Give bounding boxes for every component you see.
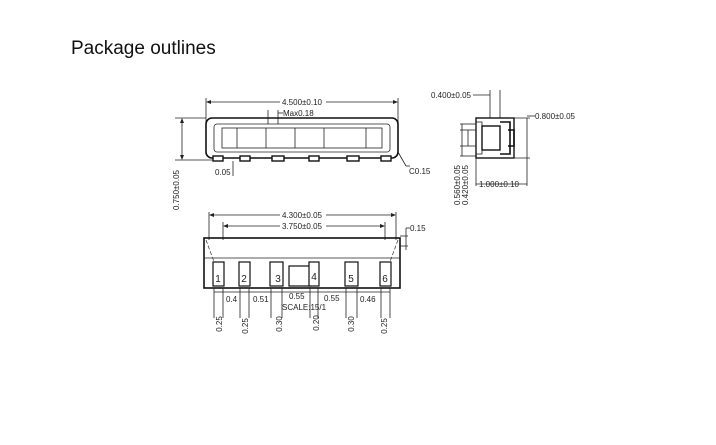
top-foot-dimension: 0.05 bbox=[215, 168, 231, 177]
top-width-dimension: 4.500±0.10 bbox=[282, 98, 323, 107]
pitch-5-label: 0.46 bbox=[360, 295, 376, 304]
page-title: Package outlines bbox=[71, 38, 216, 59]
top-view: 4.500±0.10 Max0.18 0.750±0.05 0.05 bbox=[172, 98, 431, 210]
side-dim-1: 0.400±0.05 bbox=[431, 91, 472, 100]
pad-width-1: 0.25 bbox=[215, 316, 224, 332]
side-dim-5: 1.000±0.10 bbox=[479, 180, 520, 189]
top-window-dimension: Max0.18 bbox=[283, 109, 314, 118]
pin-1-label: 1 bbox=[215, 274, 221, 285]
bottom-chamfer-dimension: 0.15 bbox=[410, 224, 426, 233]
top-chamfer-dimension: C0.15 bbox=[409, 167, 431, 176]
pad-width-2: 0.25 bbox=[241, 318, 250, 334]
pitch-2-label: 0.51 bbox=[253, 295, 269, 304]
pin-6-label: 6 bbox=[382, 274, 388, 285]
pitch-1-label: 0.4 bbox=[226, 295, 238, 304]
side-dim-4: 0.420±0.05 bbox=[461, 164, 470, 205]
pin-4-label: 4 bbox=[311, 272, 317, 283]
pitch-4-label: 0.55 bbox=[324, 294, 340, 303]
pin-3-label: 3 bbox=[275, 274, 281, 285]
pad-width-6: 0.25 bbox=[380, 318, 389, 334]
pin-5-label: 5 bbox=[348, 274, 354, 285]
pin-2-label: 2 bbox=[241, 274, 247, 285]
bottom-outer-dimension: 4.300±0.05 bbox=[282, 211, 323, 220]
top-height-dimension: 0.750±0.05 bbox=[172, 169, 181, 210]
pitch-3-label: 0.55 bbox=[289, 292, 305, 301]
pad-width-3: 0.30 bbox=[275, 316, 284, 332]
side-view: 0.400±0.05 0.560±0.05 0.420±0.05 0.800±0… bbox=[431, 90, 576, 205]
side-dim-2: 0.800±0.05 bbox=[535, 112, 576, 121]
pad-width-5: 0.30 bbox=[347, 316, 356, 332]
side-dim-3: 0.560±0.05 bbox=[453, 164, 462, 205]
bottom-inner-dimension: 3.750±0.05 bbox=[282, 222, 323, 231]
bottom-view: 4.300±0.05 3.750±0.05 0.15 1 2 3 4 5 bbox=[203, 211, 426, 334]
scale-label: SCALE:15/1 bbox=[282, 303, 327, 312]
pad-width-4: 0.20 bbox=[312, 315, 321, 331]
